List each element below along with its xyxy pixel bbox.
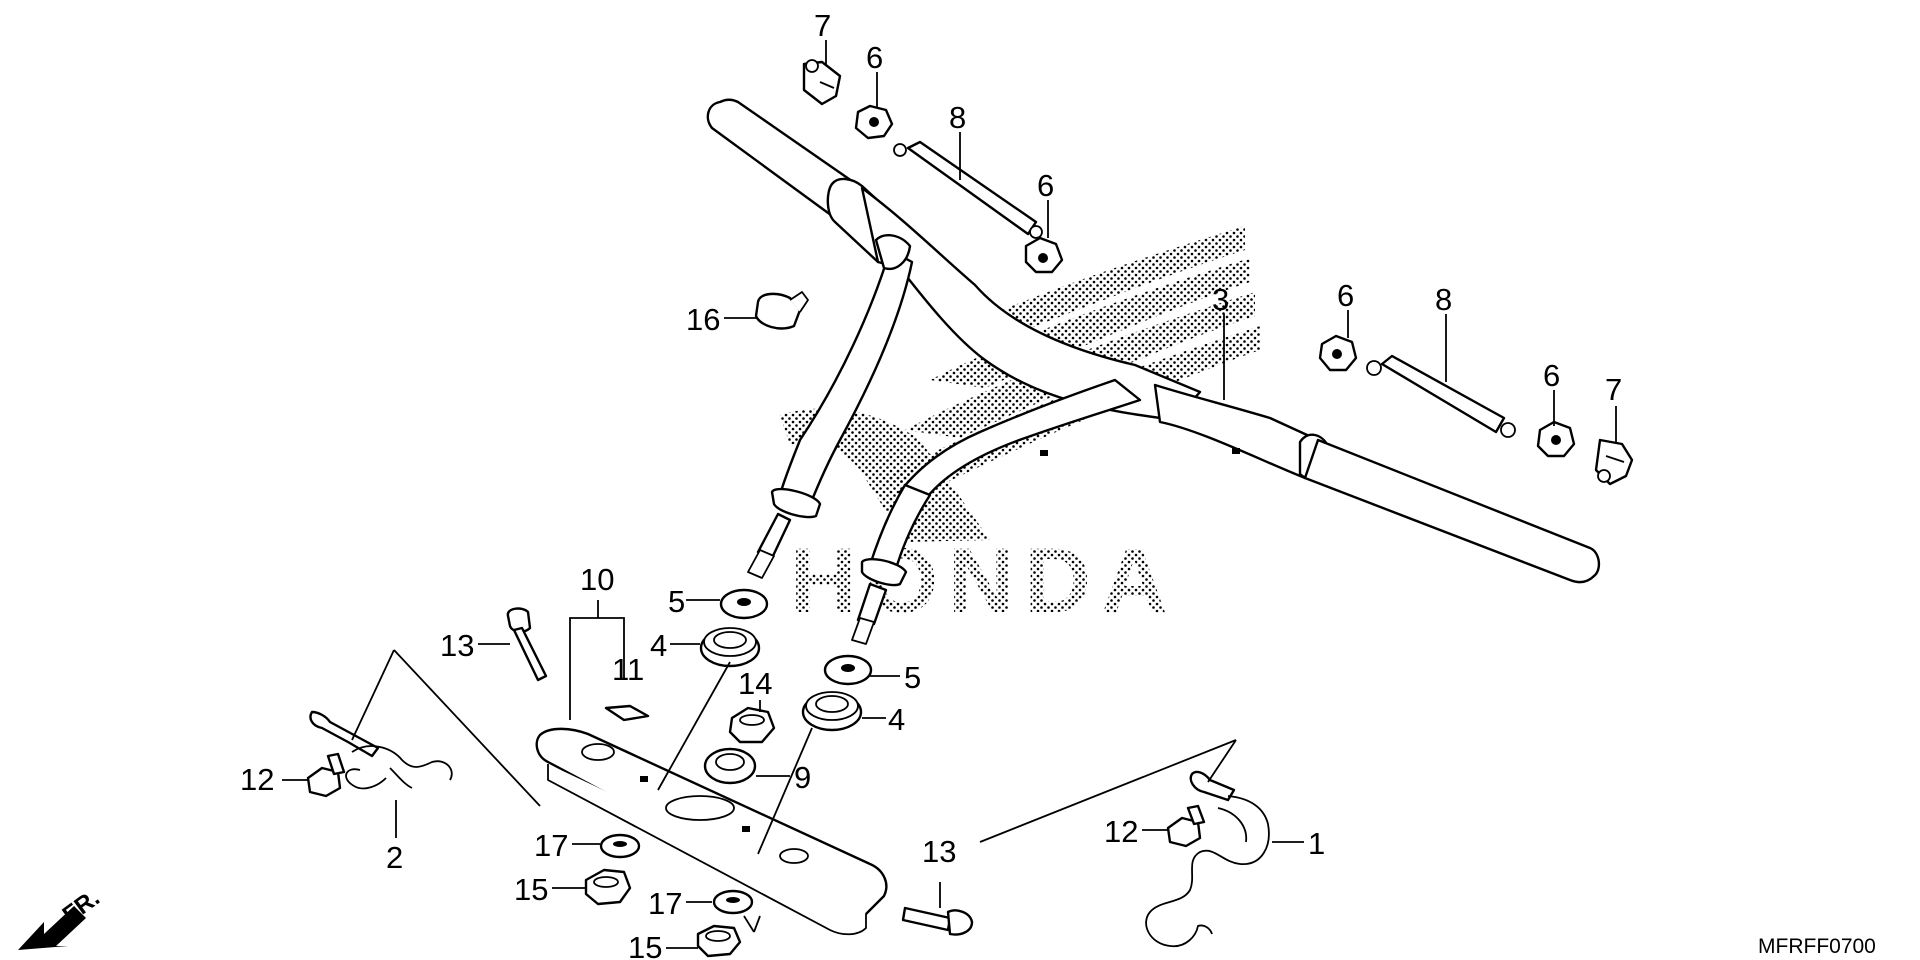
callout-11: 11 bbox=[612, 652, 644, 687]
front-direction-indicator: FR. bbox=[18, 884, 105, 950]
callout-5-right: 5 bbox=[904, 660, 921, 695]
wire-clamp-2 bbox=[309, 710, 453, 790]
callout-4-left: 4 bbox=[650, 628, 667, 663]
callout-6-c: 6 bbox=[1337, 278, 1354, 313]
handlebar bbox=[706, 98, 1601, 645]
callout-2: 2 bbox=[386, 840, 403, 875]
callout-13-lower: 13 bbox=[922, 834, 956, 869]
nut-6-b bbox=[1024, 236, 1064, 274]
clamp-7-right bbox=[1594, 438, 1634, 486]
front-arrow-icon bbox=[18, 906, 86, 950]
clamp-16 bbox=[754, 291, 809, 330]
bolt-12-left bbox=[306, 752, 346, 798]
cushion-4-left bbox=[699, 627, 761, 668]
callout-7-left: 7 bbox=[814, 8, 831, 43]
wire-clamp-1 bbox=[1145, 770, 1270, 948]
clamp-7-left bbox=[802, 59, 842, 106]
cushion-4-right bbox=[801, 691, 863, 732]
nut-15-b bbox=[696, 924, 742, 958]
washer-5-left bbox=[719, 588, 769, 620]
bolt-13-lower bbox=[901, 906, 974, 936]
rod-8-left bbox=[893, 140, 1043, 239]
callout-7-right: 7 bbox=[1605, 372, 1622, 407]
callout-6-a: 6 bbox=[866, 40, 883, 75]
washer-5-right bbox=[823, 654, 873, 686]
callout-9: 9 bbox=[794, 760, 811, 795]
honda-watermark-text: HONDA bbox=[790, 530, 1177, 632]
nut-6-a bbox=[854, 104, 894, 140]
callout-1: 1 bbox=[1308, 826, 1325, 861]
callout-16: 16 bbox=[686, 302, 720, 337]
callout-17-b: 17 bbox=[648, 886, 682, 921]
callout-15-b: 15 bbox=[628, 930, 662, 960]
callout-17-a: 17 bbox=[534, 828, 568, 863]
nut-15-a bbox=[584, 868, 632, 906]
bolt-13-upper bbox=[506, 607, 548, 682]
callout-8-left: 8 bbox=[949, 100, 966, 135]
callouts: 7 6 8 6 16 3 6 8 6 7 10 13 11 5 4 14 5 4… bbox=[240, 8, 1622, 960]
callout-12-left: 12 bbox=[240, 762, 274, 797]
callout-14: 14 bbox=[738, 666, 772, 701]
nut-6-d bbox=[1536, 420, 1576, 458]
plate-11 bbox=[604, 704, 650, 722]
callout-6-b: 6 bbox=[1037, 168, 1054, 203]
callout-10: 10 bbox=[580, 562, 614, 597]
nut-14 bbox=[728, 706, 776, 744]
washer-17-a bbox=[599, 833, 641, 859]
diagram-code: MFRFF0700 bbox=[1758, 935, 1876, 958]
callout-6-d: 6 bbox=[1543, 358, 1560, 393]
callout-12-right: 12 bbox=[1104, 814, 1138, 849]
cushion-9 bbox=[703, 747, 757, 785]
leader-lines bbox=[282, 40, 1617, 949]
bolt-12-right bbox=[1166, 804, 1206, 848]
handlebar-holder-10 bbox=[535, 727, 888, 936]
callout-4-right: 4 bbox=[888, 702, 905, 737]
rod-8-right bbox=[1366, 354, 1516, 438]
callout-13-upper: 13 bbox=[440, 628, 474, 663]
nut-6-c bbox=[1318, 334, 1358, 372]
callout-15-a: 15 bbox=[514, 872, 548, 907]
callout-8-right: 8 bbox=[1435, 282, 1452, 317]
callout-3: 3 bbox=[1212, 282, 1229, 317]
callout-5-left: 5 bbox=[668, 584, 685, 619]
washer-17-b bbox=[712, 889, 754, 915]
